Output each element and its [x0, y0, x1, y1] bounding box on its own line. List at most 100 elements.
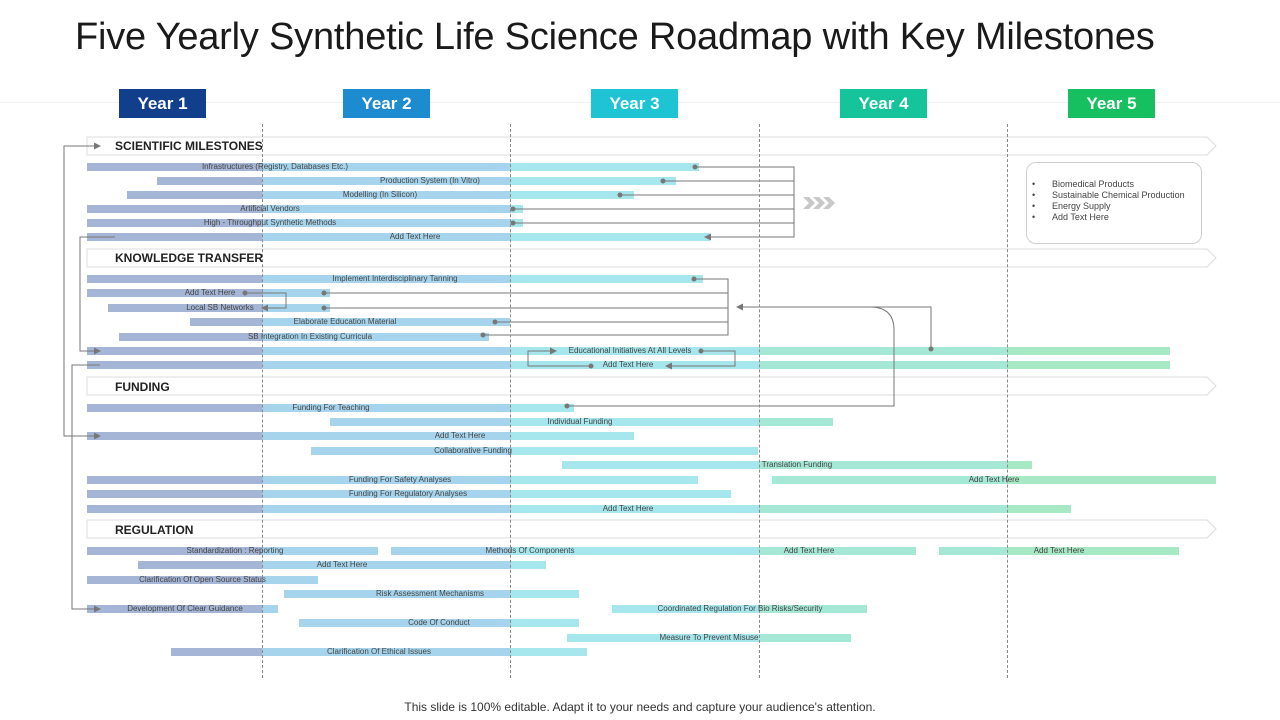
connector — [527, 347, 591, 367]
bar-label: Measure To Prevent Misuse — [659, 633, 759, 642]
bar — [87, 605, 278, 613]
bar — [171, 648, 587, 656]
bar-label: Add Text Here — [783, 546, 835, 555]
bar-label: Individual Funding — [547, 417, 613, 426]
section-scientific-milestones: SCIENTIFIC MILESTONES — [115, 139, 263, 153]
bar — [284, 590, 579, 598]
bar-label: Add Text Here — [968, 475, 1020, 484]
bar — [108, 304, 330, 312]
bar — [567, 634, 851, 642]
year-3-header: Year 3 — [591, 89, 678, 118]
bar — [119, 333, 489, 341]
bar — [87, 275, 703, 283]
bar — [311, 447, 758, 455]
bar — [612, 605, 867, 613]
bar — [87, 289, 330, 297]
bar — [87, 490, 731, 498]
connector — [483, 278, 729, 336]
bar-label: Methods Of Components — [485, 546, 575, 555]
bar — [87, 347, 1170, 355]
bar — [87, 404, 574, 412]
bar-label: Funding For Safety Analyses — [348, 475, 452, 484]
bar — [87, 361, 1170, 369]
bar-label: Implement Interdisciplinary Tanning — [332, 274, 458, 283]
year-divider — [262, 124, 263, 678]
bar-label: Code Of Conduct — [408, 618, 470, 627]
section-band-funding — [86, 376, 1217, 396]
bar-label: Add Text Here — [389, 232, 441, 241]
bar — [138, 561, 546, 569]
connector — [71, 364, 101, 613]
year-divider — [759, 124, 760, 678]
bar-label: Clarification Of Ethical Issues — [326, 647, 432, 656]
bar — [772, 476, 1216, 484]
bar-label: Add Text Here — [434, 431, 486, 440]
note-item: Energy Supply — [1032, 201, 1201, 212]
bar-label: Production System (In Vitro) — [380, 176, 480, 185]
section-band-regulation — [86, 519, 1217, 539]
connector — [665, 350, 736, 370]
bar — [330, 418, 833, 426]
bar-label: Collaborative Funding — [434, 446, 512, 455]
bar — [87, 576, 318, 584]
bar — [299, 619, 579, 627]
bar — [87, 233, 710, 241]
section-band-knowledge — [86, 248, 1217, 268]
year-4-header: Year 4 — [840, 89, 927, 118]
note-item: Add Text Here — [1032, 212, 1201, 223]
bar-label: High - Throughput Synthetic Methods — [203, 218, 337, 227]
bar-label: Artificial Vendors — [240, 204, 300, 213]
bar-label: Add Text Here — [316, 560, 368, 569]
connector — [695, 166, 795, 241]
bar-label: Risk Assessment Mechanisms — [375, 589, 485, 598]
bar-label: SB Integration In Existing Curricula — [247, 332, 373, 341]
connector — [567, 306, 895, 407]
bar-label: Add Text Here — [602, 504, 654, 513]
note-item: Sustainable Chemical Production — [1032, 190, 1201, 201]
bar — [190, 318, 510, 326]
connector — [245, 292, 287, 312]
year-5-header: Year 5 — [1068, 89, 1155, 118]
bar-label: Local SB Networks — [186, 303, 254, 312]
bar — [391, 547, 916, 555]
bar-label: Add Text Here — [1033, 546, 1085, 555]
bar — [87, 432, 634, 440]
bar-label: Development Of Clear Guidance — [127, 604, 243, 613]
outcomes-note-box: Biomedical Products Sustainable Chemical… — [1026, 162, 1202, 244]
bar-label: Educational Initiatives At All Levels — [568, 346, 692, 355]
year-divider — [1007, 124, 1008, 678]
bar-label: Elaborate Education Material — [293, 317, 397, 326]
bar-label: Coordinated Regulation For Bio Risks/Sec… — [657, 604, 823, 613]
bar-label: Add Text Here — [602, 360, 654, 369]
bar — [562, 461, 1032, 469]
year-2-header: Year 2 — [343, 89, 430, 118]
bar — [127, 191, 634, 199]
section-funding: FUNDING — [115, 380, 170, 394]
section-regulation: REGULATION — [115, 523, 194, 537]
section-knowledge-transfer: KNOWLEDGE TRANSFER — [115, 251, 263, 265]
bar — [157, 177, 676, 185]
page-title: Five Yearly Synthetic Life Science Roadm… — [75, 16, 1155, 58]
bar-label: Infrastructures (Registry, Databases Etc… — [201, 162, 349, 171]
bar — [939, 547, 1179, 555]
year-1-header: Year 1 — [119, 89, 206, 118]
year-divider — [510, 124, 511, 678]
bar — [87, 163, 699, 171]
bar — [87, 505, 1071, 513]
section-band-scientific — [86, 136, 1217, 156]
bar — [87, 476, 698, 484]
bar-label: Funding For Teaching — [292, 403, 370, 412]
bar — [87, 205, 523, 213]
note-item: Biomedical Products — [1032, 179, 1201, 190]
chevron-arrows-icon — [803, 197, 835, 209]
bar-label: Standardization : Reporting — [186, 546, 284, 555]
bar-label: Clarification Of Open Source Status — [139, 575, 266, 584]
connector — [79, 236, 115, 355]
bar-label: Translation Funding — [761, 460, 833, 469]
bar-label: Modelling (In Silicon) — [342, 190, 418, 199]
footer-caption: This slide is 100% editable. Adapt it to… — [404, 700, 876, 714]
bar — [87, 547, 378, 555]
bar-label: Funding For Regulatory Analyses — [348, 489, 468, 498]
connector — [736, 303, 932, 349]
